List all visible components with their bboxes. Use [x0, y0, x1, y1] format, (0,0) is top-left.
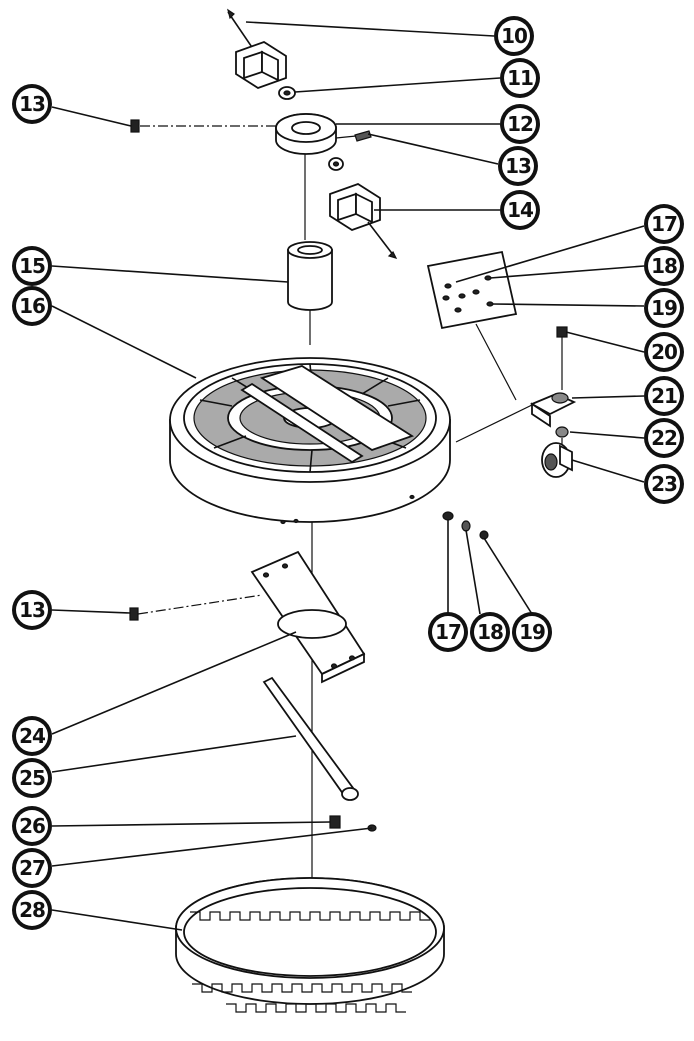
- part-26-nut: [329, 815, 341, 829]
- part-17-19-bolts: [442, 511, 489, 540]
- svg-text:17: 17: [435, 620, 461, 644]
- callout-14: 14: [500, 190, 540, 230]
- part-13-bolt-left-upper: [130, 119, 276, 133]
- svg-text:26: 26: [19, 814, 45, 838]
- callout-21: 21: [644, 376, 684, 416]
- svg-text:12: 12: [507, 112, 533, 136]
- part-11-washer: [278, 86, 296, 100]
- part-28-ring-skirt: [175, 877, 445, 1013]
- svg-text:18: 18: [477, 620, 503, 644]
- part-17-19-plate: [426, 250, 518, 401]
- svg-text:17: 17: [651, 212, 677, 236]
- callout-11: 11: [500, 58, 540, 98]
- callout-20: 20: [644, 332, 684, 372]
- svg-text:23: 23: [651, 472, 677, 496]
- part-14-washer: [328, 157, 344, 171]
- callout-17-lower: 17: [428, 612, 468, 652]
- callout-13-upper-left: 13: [12, 84, 52, 124]
- svg-text:27: 27: [19, 856, 45, 880]
- svg-text:13: 13: [505, 154, 531, 178]
- callout-19-lower: 19: [512, 612, 552, 652]
- callout-26: 26: [12, 806, 52, 846]
- part-25-rod: [262, 676, 359, 801]
- callout-13-upper-right: 13: [498, 146, 538, 186]
- svg-text:18: 18: [651, 254, 677, 278]
- svg-text:16: 16: [19, 294, 45, 318]
- callout-22: 22: [644, 418, 684, 458]
- part-20-23-caster: [455, 326, 577, 478]
- callout-25: 25: [12, 758, 52, 798]
- part-24-bottom-plate: [250, 550, 366, 684]
- svg-text:11: 11: [507, 66, 533, 90]
- callout-23: 23: [644, 464, 684, 504]
- part-16-base-disc: [169, 357, 451, 525]
- svg-text:10: 10: [501, 24, 527, 48]
- leader-lines: [51, 21, 645, 931]
- callout-17-upper: 17: [644, 204, 684, 244]
- svg-text:19: 19: [651, 296, 677, 320]
- callout-12: 12: [500, 104, 540, 144]
- part-15-cylinder: [287, 241, 333, 311]
- svg-text:19: 19: [519, 620, 545, 644]
- svg-text:13: 13: [19, 598, 45, 622]
- svg-text:15: 15: [19, 254, 45, 278]
- callout-19-upper: 19: [644, 288, 684, 328]
- part-12-collar-ring: [275, 113, 337, 155]
- callout-15: 15: [12, 246, 52, 286]
- svg-text:13: 13: [19, 92, 45, 116]
- callout-16: 16: [12, 286, 52, 326]
- callout-10: 10: [494, 16, 534, 56]
- svg-text:28: 28: [19, 898, 45, 922]
- part-13-set-screw-right: [335, 130, 372, 142]
- callout-24: 24: [12, 716, 52, 756]
- callout-18-lower: 18: [470, 612, 510, 652]
- part-13-bolt-lower: [129, 594, 263, 621]
- callout-28: 28: [12, 890, 52, 930]
- callout-27: 27: [12, 848, 52, 888]
- part-10-clamp-block: [227, 8, 287, 89]
- part-14-clamp-block: [329, 183, 398, 259]
- svg-text:20: 20: [651, 340, 677, 364]
- svg-text:25: 25: [19, 766, 45, 790]
- svg-text:21: 21: [651, 384, 677, 408]
- svg-text:14: 14: [507, 198, 533, 222]
- svg-text:22: 22: [651, 426, 677, 450]
- callout-18-upper: 18: [644, 246, 684, 286]
- svg-text:24: 24: [19, 724, 45, 748]
- callout-13-lower: 13: [12, 590, 52, 630]
